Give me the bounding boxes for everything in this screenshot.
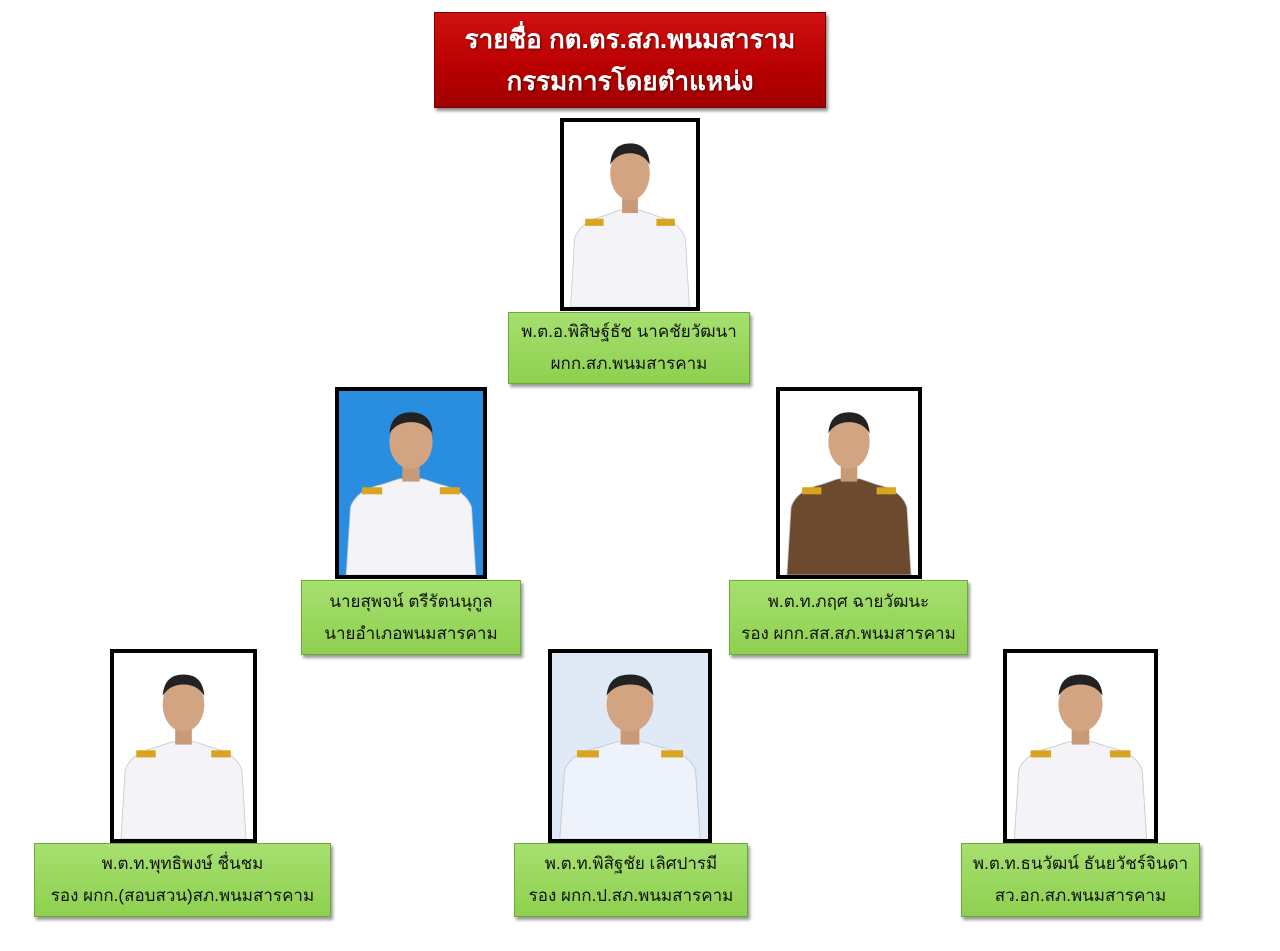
member-position: ผกก.สภ.พนมสารคาม [550, 354, 708, 373]
member-label: พ.ต.ท.พิสิฐชัย เลิศปารมี รอง ผกก.ป.สภ.พน… [514, 843, 748, 917]
member-name: นายสุพจน์ ตรีรัตนนุกูล [329, 591, 493, 611]
portrait-silhouette [780, 391, 918, 575]
member-position: รอง ผกก.(สอบสวน)สภ.พนมสารคาม [50, 886, 315, 905]
member-name: พ.ต.ท.ภฤศ ฉายวัฒนะ [767, 591, 930, 611]
member-label: พ.ต.อ.พิสิษฐ์ธัช นาคชัยวัฒนา ผกก.สภ.พนมส… [508, 312, 750, 384]
member-label: พ.ต.ท.ธนวัฒน์ ธันยวัชร์จินดา สว.อก.สภ.พน… [961, 843, 1200, 917]
portrait-silhouette [564, 122, 696, 307]
portrait-silhouette [339, 391, 483, 575]
member-position: สว.อก.สภ.พนมสารคาม [994, 886, 1167, 905]
portrait-silhouette [1007, 653, 1154, 839]
member-photo [335, 387, 487, 579]
member-label: นายสุพจน์ ตรีรัตนนุกูล นายอำเภอพนมสารคาม [301, 580, 521, 655]
portrait-silhouette [114, 653, 253, 839]
title-line-2: กรรมการโดยตำแหน่ง [506, 66, 754, 96]
member-position: รอง ผกก.สส.สภ.พนมสารคาม [741, 623, 956, 643]
member-label: พ.ต.ท.พุทธิพงษ์ ชื่นชม รอง ผกก.(สอบสวน)ส… [34, 843, 331, 917]
member-name: พ.ต.ท.ธนวัฒน์ ธันยวัชร์จินดา [972, 854, 1189, 873]
member-photo [1003, 649, 1158, 843]
portrait-silhouette [552, 653, 708, 839]
title-line-1: รายชื่อ กต.ตร.สภ.พนมสาราม [464, 24, 796, 54]
member-label: พ.ต.ท.ภฤศ ฉายวัฒนะ รอง ผกก.สส.สภ.พนมสารค… [729, 580, 968, 655]
page-title: รายชื่อ กต.ตร.สภ.พนมสาราม กรรมการโดยตำแห… [434, 12, 826, 108]
member-photo [110, 649, 257, 843]
member-photo [560, 118, 700, 311]
member-name: พ.ต.อ.พิสิษฐ์ธัช นาคชัยวัฒนา [521, 322, 737, 341]
member-name: พ.ต.ท.พุทธิพงษ์ ชื่นชม [101, 854, 264, 873]
member-position: นายอำเภอพนมสารคาม [324, 623, 498, 643]
member-position: รอง ผกก.ป.สภ.พนมสารคาม [528, 886, 734, 905]
member-photo [548, 649, 712, 843]
member-name: พ.ต.ท.พิสิฐชัย เลิศปารมี [544, 854, 718, 873]
member-photo [776, 387, 922, 579]
